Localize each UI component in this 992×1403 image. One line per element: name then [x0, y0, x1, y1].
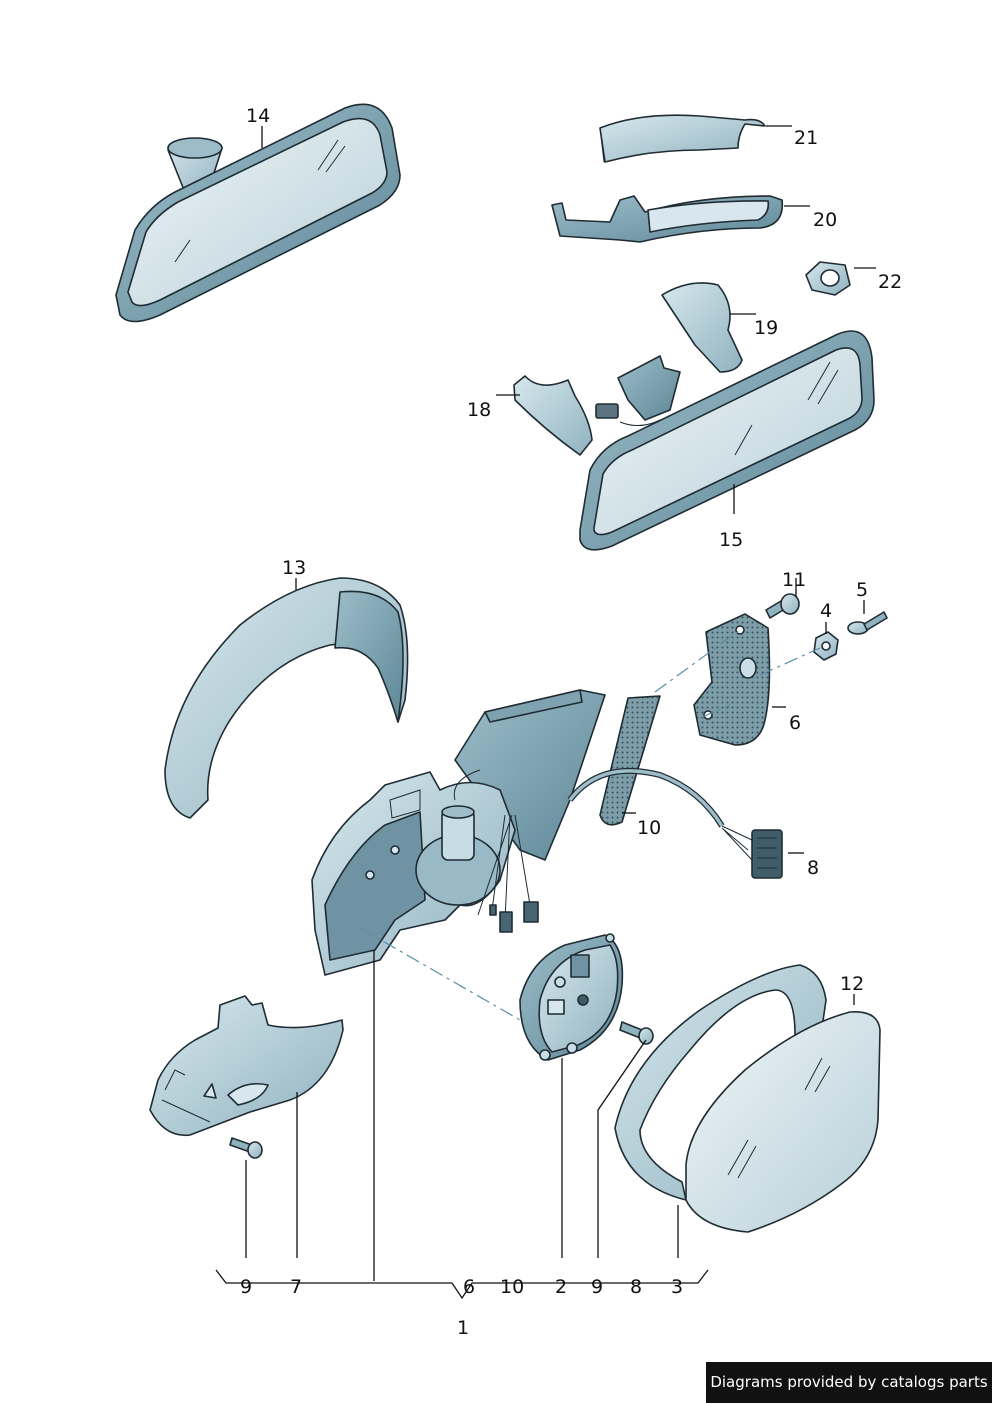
callout-8-top: 8: [807, 857, 819, 879]
callout-11: 11: [782, 569, 806, 591]
assembly-row-item-6: 9: [591, 1276, 603, 1298]
assembly-row-item-5: 2: [555, 1276, 567, 1298]
part-20-bracket-cover: [551, 195, 784, 243]
callout-15: 15: [719, 529, 743, 551]
part-21-cover: [599, 114, 766, 163]
part-3-glass-surround: [614, 964, 827, 1201]
part-2-adjustment-motor: [519, 933, 624, 1061]
callout-6-top: 6: [789, 712, 801, 734]
callout-22: 22: [878, 271, 902, 293]
callout-1-assembly: 1: [457, 1317, 469, 1339]
callout-5: 5: [856, 579, 868, 601]
part-18-cover: [513, 375, 593, 456]
mirror-base-with-connector: [595, 355, 681, 426]
part-7-lower-cover: [149, 995, 344, 1137]
callout-19: 19: [754, 317, 778, 339]
part-15-interior-mirror: [579, 330, 875, 551]
callout-21: 21: [794, 127, 818, 149]
part-10-heater-pad: [599, 695, 661, 826]
assembly-row-item-4: 10: [500, 1276, 524, 1298]
part-5-screw: [847, 611, 888, 635]
assembly-row-item-1: 9: [240, 1276, 252, 1298]
assembly-row-item-8: 3: [671, 1276, 683, 1298]
callout-10-top: 10: [637, 817, 661, 839]
callout-13: 13: [282, 557, 306, 579]
mirror-body-assembly: [311, 689, 606, 976]
part-12-mirror-glass: [685, 1011, 881, 1233]
credit-banner: Diagrams provided by catalogs parts: [706, 1362, 992, 1403]
callout-labels: 14 21 20 22 19 18 15 13 11 5 4 6 10 8 12…: [240, 105, 902, 1339]
callout-14: 14: [246, 105, 270, 127]
part-13-housing-cap: [164, 577, 409, 819]
part-19-cover: [661, 282, 743, 373]
part-14-interior-mirror: [115, 103, 401, 323]
callout-4: 4: [820, 600, 832, 622]
part-22-clip: [805, 261, 851, 296]
part-9-screw-motor: [619, 1021, 654, 1045]
part-8-cable-connector: [567, 767, 783, 879]
callout-20: 20: [813, 209, 837, 231]
callout-12: 12: [840, 973, 864, 995]
part-4-nut: [813, 631, 839, 661]
callout-18: 18: [467, 399, 491, 421]
leader-lines: [215, 125, 876, 1300]
assembly-row-item-3: 6: [463, 1276, 475, 1298]
part-6-plate: [693, 613, 771, 746]
part-11-bolt: [765, 593, 800, 619]
part-9-screw-lower: [229, 1137, 263, 1159]
assembly-row-item-2: 7: [290, 1276, 302, 1298]
assembly-row-item-7: 8: [630, 1276, 642, 1298]
assembly-axis-lines: [359, 629, 821, 1021]
